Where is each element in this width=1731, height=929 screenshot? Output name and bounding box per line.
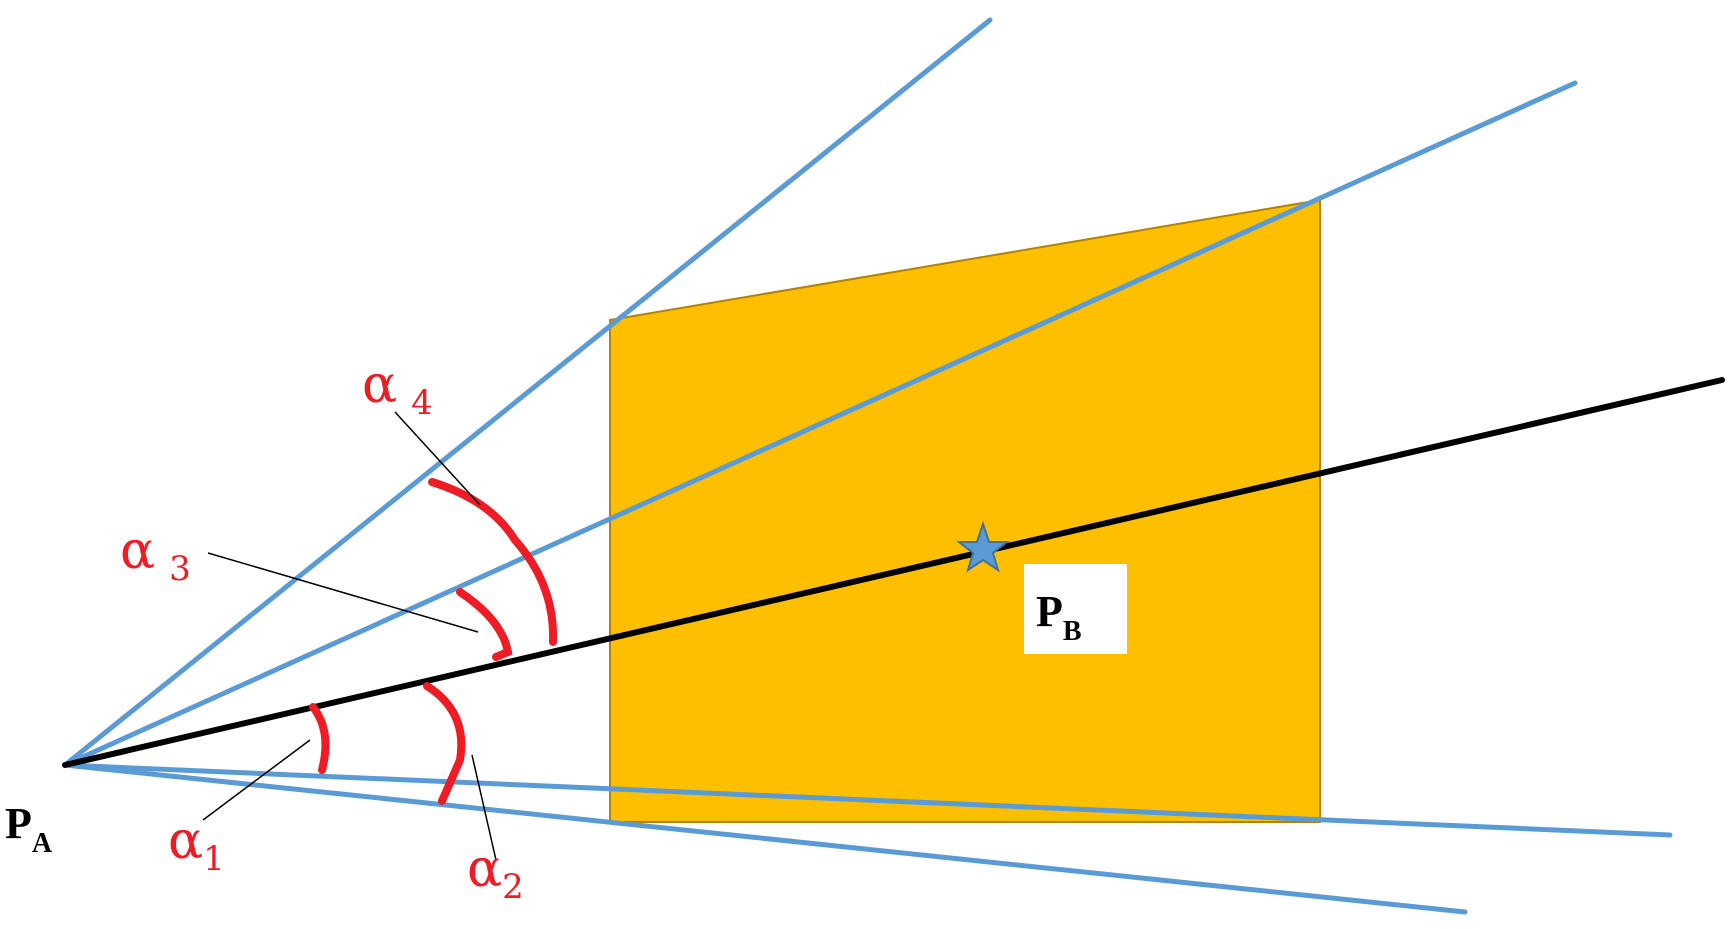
alpha4-symbol: α xyxy=(362,355,397,415)
point-b-sub: B xyxy=(1063,616,1082,647)
leader-line-alpha2 xyxy=(471,754,497,861)
angle-arc-alpha1 xyxy=(309,703,330,774)
leader-line-alpha3 xyxy=(207,552,479,633)
alpha1-label: α1 xyxy=(168,811,225,879)
alpha4-subscript: 4 xyxy=(411,383,433,423)
line-of-sight xyxy=(62,377,1725,768)
alpha3-symbol: α xyxy=(120,521,155,581)
ray-inner-lower xyxy=(62,762,1673,838)
alpha1-subscript: 1 xyxy=(203,839,225,879)
ray-outer-lower xyxy=(62,762,1468,915)
point-a-sub: A xyxy=(32,828,53,859)
alpha2-symbol: α xyxy=(467,839,502,899)
point-b-main: P xyxy=(1036,587,1063,636)
ray-inner-upper xyxy=(62,80,1578,768)
angle-arc-alpha3 xyxy=(456,588,513,661)
ray-outer-upper xyxy=(62,17,993,768)
pb-label-box xyxy=(1024,564,1127,654)
star-icon xyxy=(956,520,1010,573)
point-a-label: PA xyxy=(5,799,53,859)
angle-arc-alpha4 xyxy=(428,478,558,646)
point-b-label: PB xyxy=(1036,587,1082,647)
angle-arc-alpha2 xyxy=(423,682,466,805)
target-region-polygon xyxy=(609,198,1321,823)
alpha1-symbol: α xyxy=(168,811,203,871)
leader-line-alpha4 xyxy=(394,411,481,506)
alpha2-label: α2 xyxy=(467,839,524,907)
leader-line-alpha1 xyxy=(202,739,311,821)
point-a-main: P xyxy=(5,799,32,848)
alpha3-subscript: 3 xyxy=(169,549,191,589)
alpha2-subscript: 2 xyxy=(502,867,524,907)
